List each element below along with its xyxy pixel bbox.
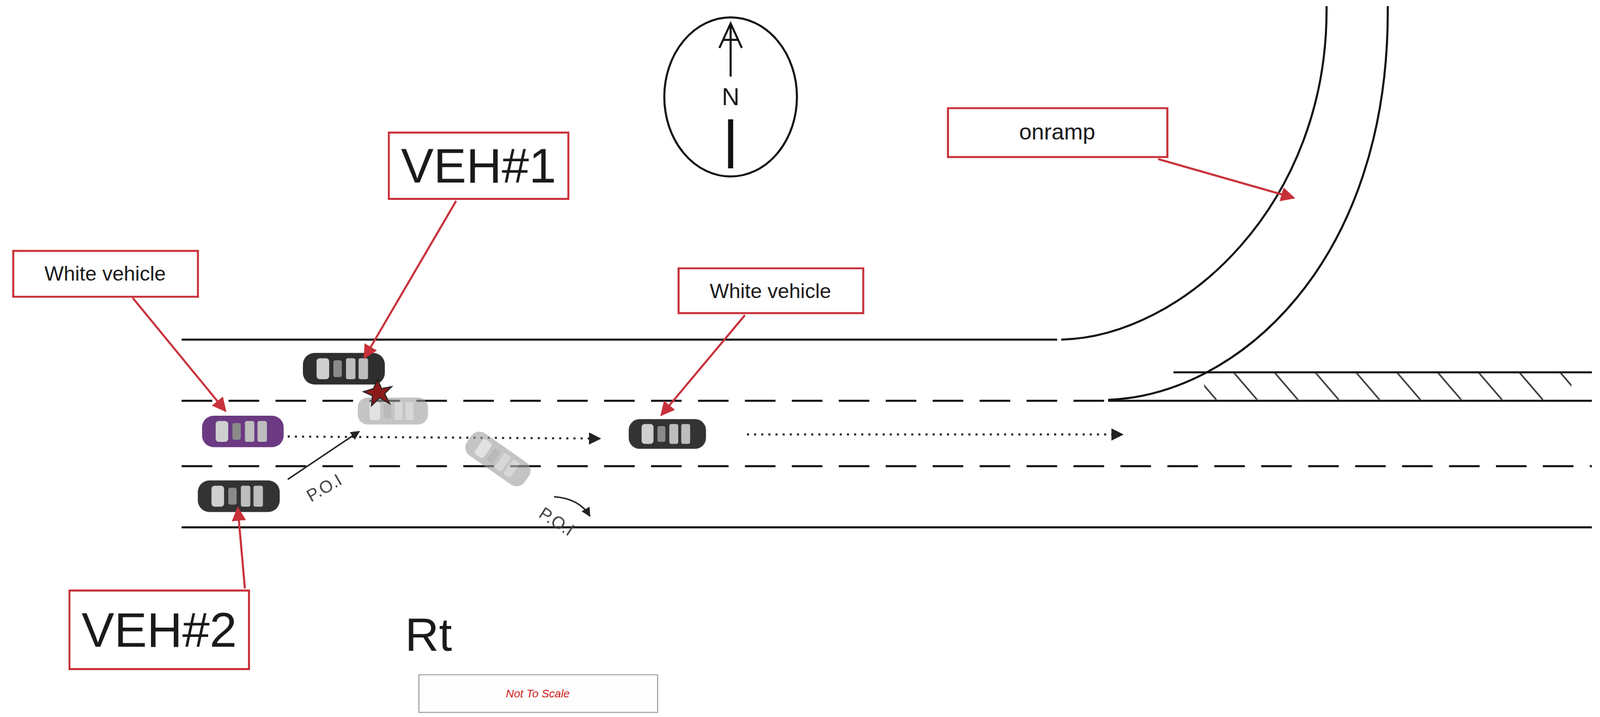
route-label: Rt xyxy=(405,606,453,662)
callout-box: White vehicle xyxy=(677,266,865,314)
vehicle-1 xyxy=(302,353,385,385)
white-vehicle xyxy=(202,415,284,448)
callout-text: Not To Scale xyxy=(506,687,570,700)
vehicle-2 xyxy=(197,480,280,513)
callout-text: onramp xyxy=(1019,119,1096,146)
compass-shaft xyxy=(727,119,733,169)
vehicle-ghost xyxy=(461,427,535,490)
north-arrow: N xyxy=(662,15,800,179)
callout-box: VEH#1 xyxy=(387,131,570,200)
travel-path xyxy=(287,436,600,439)
impact-label: P.O.I xyxy=(534,503,578,541)
callout-text: VEH#1 xyxy=(400,137,557,194)
leader-line xyxy=(364,201,457,358)
vehicle-paths xyxy=(287,431,1123,516)
scale-note: Not To Scale xyxy=(417,673,658,713)
road-edge xyxy=(1173,370,1592,374)
leader-line xyxy=(237,507,245,589)
leader-lines xyxy=(132,159,1295,589)
impact-mark xyxy=(363,379,392,406)
impact-path xyxy=(287,431,360,480)
leader-line xyxy=(661,314,746,415)
lane-line xyxy=(181,465,1592,468)
road-edge xyxy=(181,338,1057,342)
compass-shaft xyxy=(729,25,732,77)
onramp-edge xyxy=(1108,5,1388,400)
compass-ellipse xyxy=(664,17,798,177)
gore-hatching xyxy=(1203,373,1572,400)
compass-letter: N xyxy=(721,82,740,112)
onramp-edge xyxy=(1061,5,1327,340)
leader-line xyxy=(132,297,226,412)
callout-text: White vehicle xyxy=(44,261,167,285)
roadway xyxy=(181,5,1592,528)
callout-box: onramp xyxy=(946,107,1168,159)
travel-path xyxy=(746,433,1123,436)
leader-line xyxy=(1158,159,1294,198)
lane-line xyxy=(181,399,1104,403)
impact-label: P.O.I xyxy=(303,470,346,507)
vehicle-ghost xyxy=(357,397,429,425)
white-vehicle xyxy=(628,418,707,449)
callout-box: VEH#2 xyxy=(68,588,250,670)
road-edge xyxy=(181,526,1592,529)
callout-text: VEH#2 xyxy=(81,601,237,658)
callout-box: White vehicle xyxy=(11,249,199,298)
vehicles xyxy=(197,353,707,513)
lane-line xyxy=(1108,399,1592,403)
callout-text: White vehicle xyxy=(709,278,832,303)
